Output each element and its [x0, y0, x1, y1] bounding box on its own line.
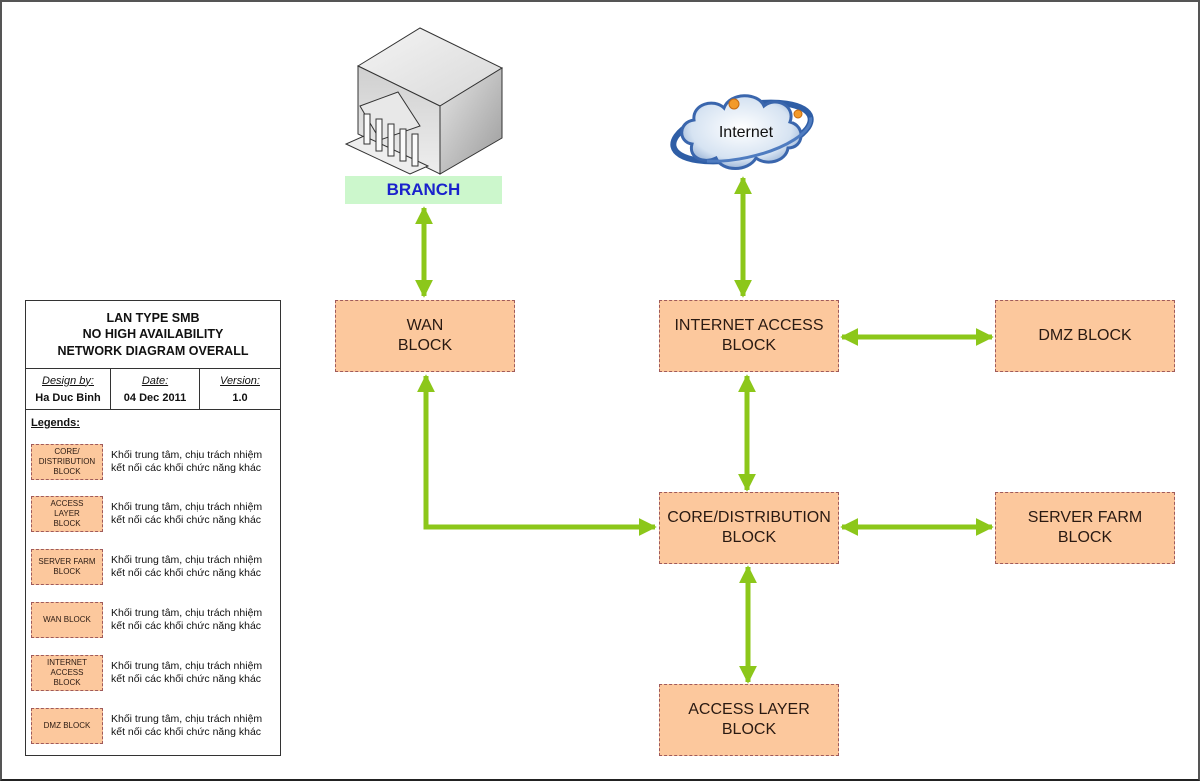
core-distribution-block[interactable]: CORE/DISTRIBUTION BLOCK [659, 492, 839, 564]
legend-meta-row: Design by: Ha Duc Binh Date: 04 Dec 2011… [26, 369, 280, 410]
legend-item: DMZ BLOCK Khối trung tâm, chịu trách nhi… [31, 708, 271, 744]
legend-title-line: NO HIGH AVAILABILITY [82, 327, 224, 342]
design-by-label: Design by: [42, 374, 94, 387]
legend-swatch-label: WAN BLOCK [43, 615, 91, 624]
internet-access-block[interactable]: INTERNET ACCESS BLOCK [659, 300, 839, 372]
bank-building-icon [344, 27, 504, 175]
legend-description: Khối trung tâm, chịu trách nhiệm kết nối… [111, 660, 263, 685]
legend-description: Khối trung tâm, chịu trách nhiệm kết nối… [111, 501, 263, 526]
internet-label: Internet [719, 124, 774, 141]
version-cell: Version: 1.0 [199, 369, 280, 409]
access-layer-block-label: ACCESS LAYER BLOCK [688, 701, 810, 738]
date-label: Date: [141, 374, 169, 387]
legend-swatch-label: CORE/ DISTRIBUTION BLOCK [38, 447, 96, 476]
edge-wan-core [417, 374, 657, 536]
legend-item: CORE/ DISTRIBUTION BLOCK Khối trung tâm,… [31, 444, 271, 480]
dmz-block[interactable]: DMZ BLOCK [995, 300, 1175, 372]
wan-block[interactable]: WAN BLOCK [335, 300, 515, 372]
internet-cloud-icon: Internet [670, 94, 814, 170]
legend-description: Khối trung tâm, chịu trách nhiệm kết nối… [111, 607, 263, 632]
core-distribution-block-label: CORE/DISTRIBUTION BLOCK [667, 509, 831, 546]
legend-title-line: NETWORK DIAGRAM OVERALL [57, 343, 249, 358]
internet-access-block-label: INTERNET ACCESS BLOCK [674, 317, 824, 354]
version-value: 1.0 [232, 391, 248, 404]
legend-swatch-label: SERVER FARM BLOCK [38, 557, 96, 576]
branch-label: BRANCH [345, 176, 502, 204]
legend-swatch-label: INTERNET ACCESS BLOCK [47, 658, 87, 687]
legend-item: INTERNET ACCESS BLOCK Khối trung tâm, ch… [31, 655, 271, 691]
legend-swatch-label: ACCESS LAYER BLOCK [50, 499, 84, 528]
design-by-value: Ha Duc Binh [35, 391, 101, 404]
version-label: Version: [220, 374, 260, 387]
legend-swatch: SERVER FARM BLOCK [31, 549, 103, 585]
server-farm-block-label: SERVER FARM BLOCK [1027, 509, 1143, 546]
legend-swatch: INTERNET ACCESS BLOCK [31, 655, 103, 691]
access-layer-block[interactable]: ACCESS LAYER BLOCK [659, 684, 839, 756]
legend-description: Khối trung tâm, chịu trách nhiệm kết nối… [111, 554, 263, 579]
legend-swatch: CORE/ DISTRIBUTION BLOCK [31, 444, 103, 480]
design-by-cell: Design by: Ha Duc Binh [26, 369, 110, 409]
date-value: 04 Dec 2011 [123, 391, 187, 404]
legend-swatch: WAN BLOCK [31, 602, 103, 638]
legend-swatch-label: DMZ BLOCK [43, 721, 91, 730]
date-cell: Date: 04 Dec 2011 [110, 369, 199, 409]
legend-heading: Legends: [31, 417, 80, 429]
legend-swatch: DMZ BLOCK [31, 708, 103, 744]
legend-title: LAN TYPE SMB NO HIGH AVAILABILITY NETWOR… [26, 301, 280, 369]
wan-block-label: WAN BLOCK [397, 317, 453, 354]
legend-description: Khối trung tâm, chịu trách nhiệm kết nối… [111, 713, 263, 738]
legend-item: WAN BLOCK Khối trung tâm, chịu trách nhi… [31, 602, 271, 638]
legend-panel: LAN TYPE SMB NO HIGH AVAILABILITY NETWOR… [25, 300, 281, 756]
legend-swatch: ACCESS LAYER BLOCK [31, 496, 103, 532]
server-farm-block[interactable]: SERVER FARM BLOCK [995, 492, 1175, 564]
dmz-block-label: DMZ BLOCK [1038, 327, 1132, 344]
legend-title-line: LAN TYPE SMB [106, 310, 200, 325]
legend-item: SERVER FARM BLOCK Khối trung tâm, chịu t… [31, 549, 271, 585]
legend-item: ACCESS LAYER BLOCK Khối trung tâm, chịu … [31, 496, 271, 532]
legend-description: Khối trung tâm, chịu trách nhiệm kết nối… [111, 449, 263, 474]
